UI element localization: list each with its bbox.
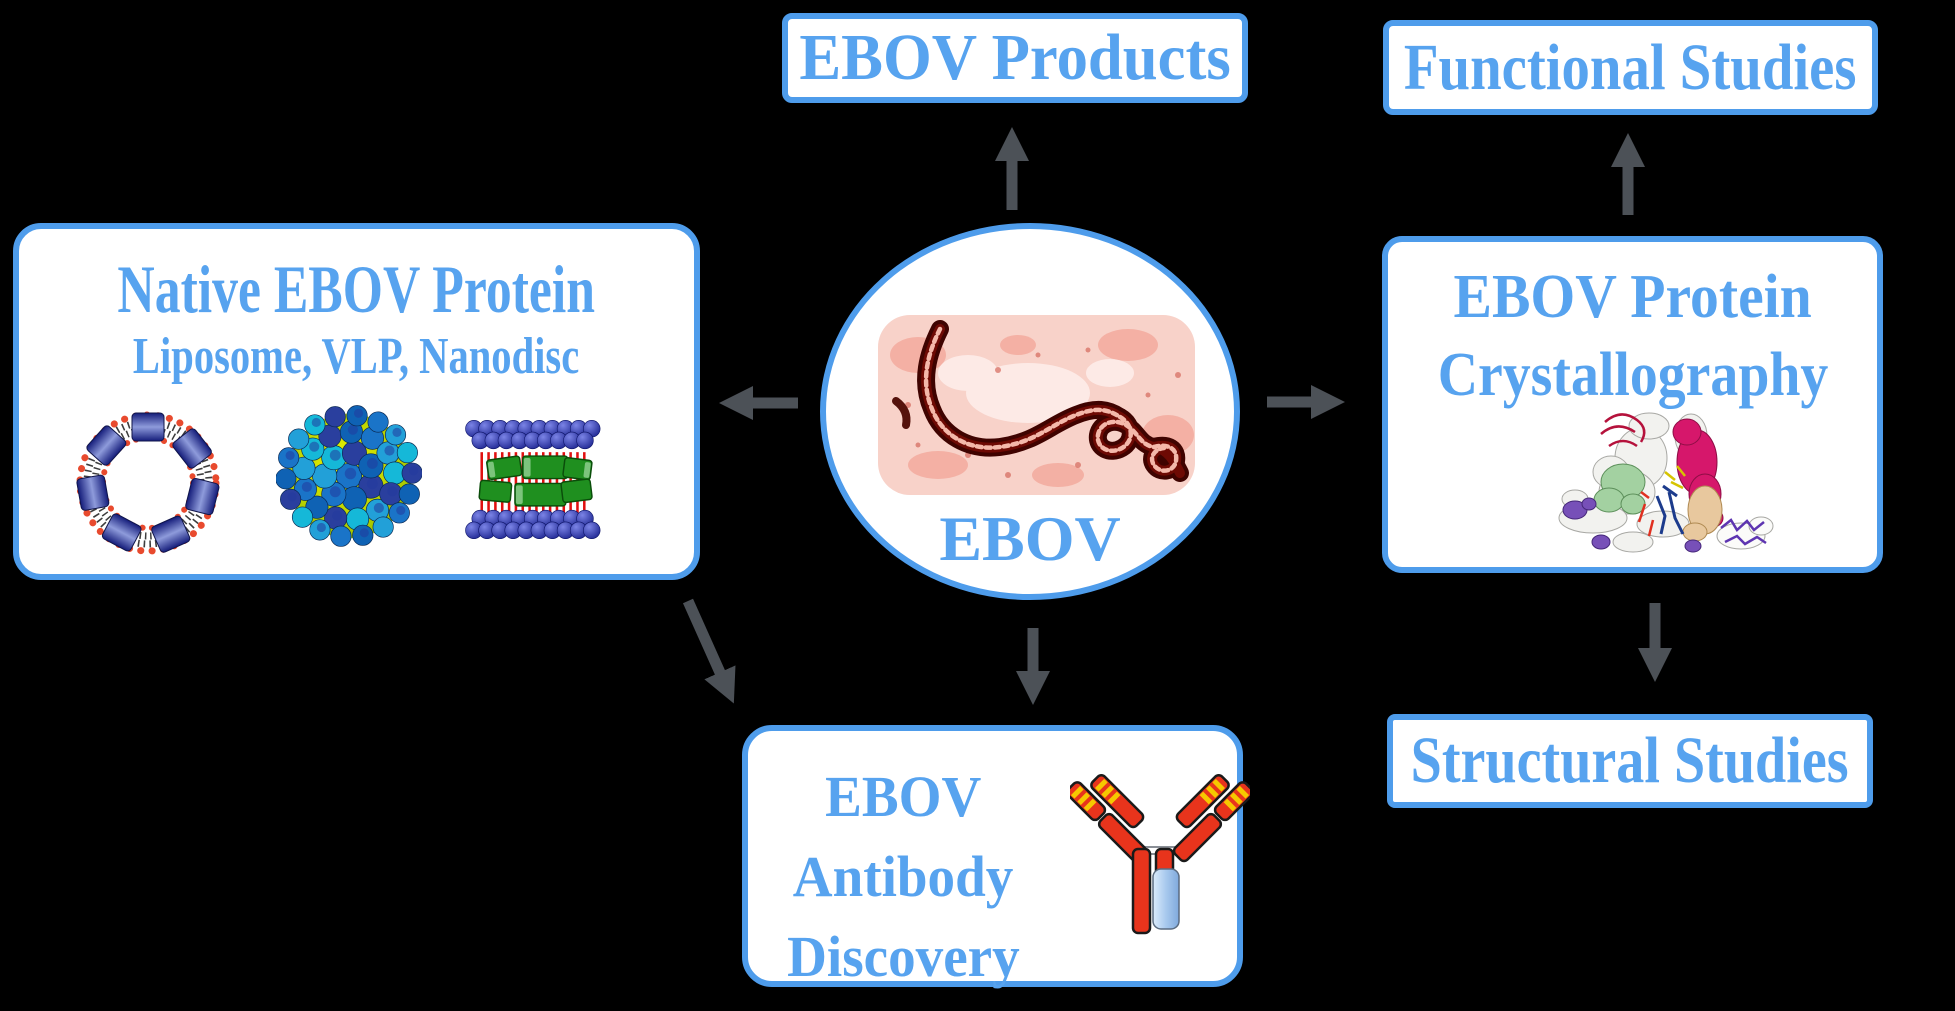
node-native-ebov-protein: Native EBOV Protein Liposome, VLP, Nanod… <box>13 223 700 580</box>
node-ebov-antibody-discovery: EBOV Antibody Discovery <box>742 725 1250 989</box>
node-ebov-protein-crystallography: EBOV Protein Crystallography <box>1382 236 1883 573</box>
vlp-illustration <box>276 405 422 547</box>
protein-structure-illustration <box>1558 412 1774 553</box>
node-ebov-products: EBOV Products <box>782 13 1248 103</box>
node-title: EBOV Antibody Discovery <box>786 764 1020 989</box>
node-structural-studies: Structural Studies <box>1387 714 1873 808</box>
node-ebov-center: EBOV <box>820 223 1240 600</box>
nanodisc-illustration <box>465 420 601 540</box>
ebov-micrograph <box>878 315 1195 495</box>
node-label: Structural Studies <box>1411 724 1849 797</box>
node-label: Functional Studies <box>1404 30 1857 104</box>
arrow-native-to-antibody <box>682 598 736 704</box>
antibody-y-icon <box>1070 774 1250 935</box>
node-functional-studies: Functional Studies <box>1383 20 1878 115</box>
node-title-line2: Crystallography <box>1437 341 1828 409</box>
node-title-line1: EBOV Protein <box>1453 263 1812 331</box>
liposome-illustration <box>76 411 220 555</box>
node-label: EBOV Products <box>799 21 1231 94</box>
node-label: EBOV <box>939 503 1121 574</box>
node-title: Native EBOV Protein <box>117 251 596 327</box>
node-subtitle: Liposome, VLP, Nanodisc <box>133 328 580 385</box>
